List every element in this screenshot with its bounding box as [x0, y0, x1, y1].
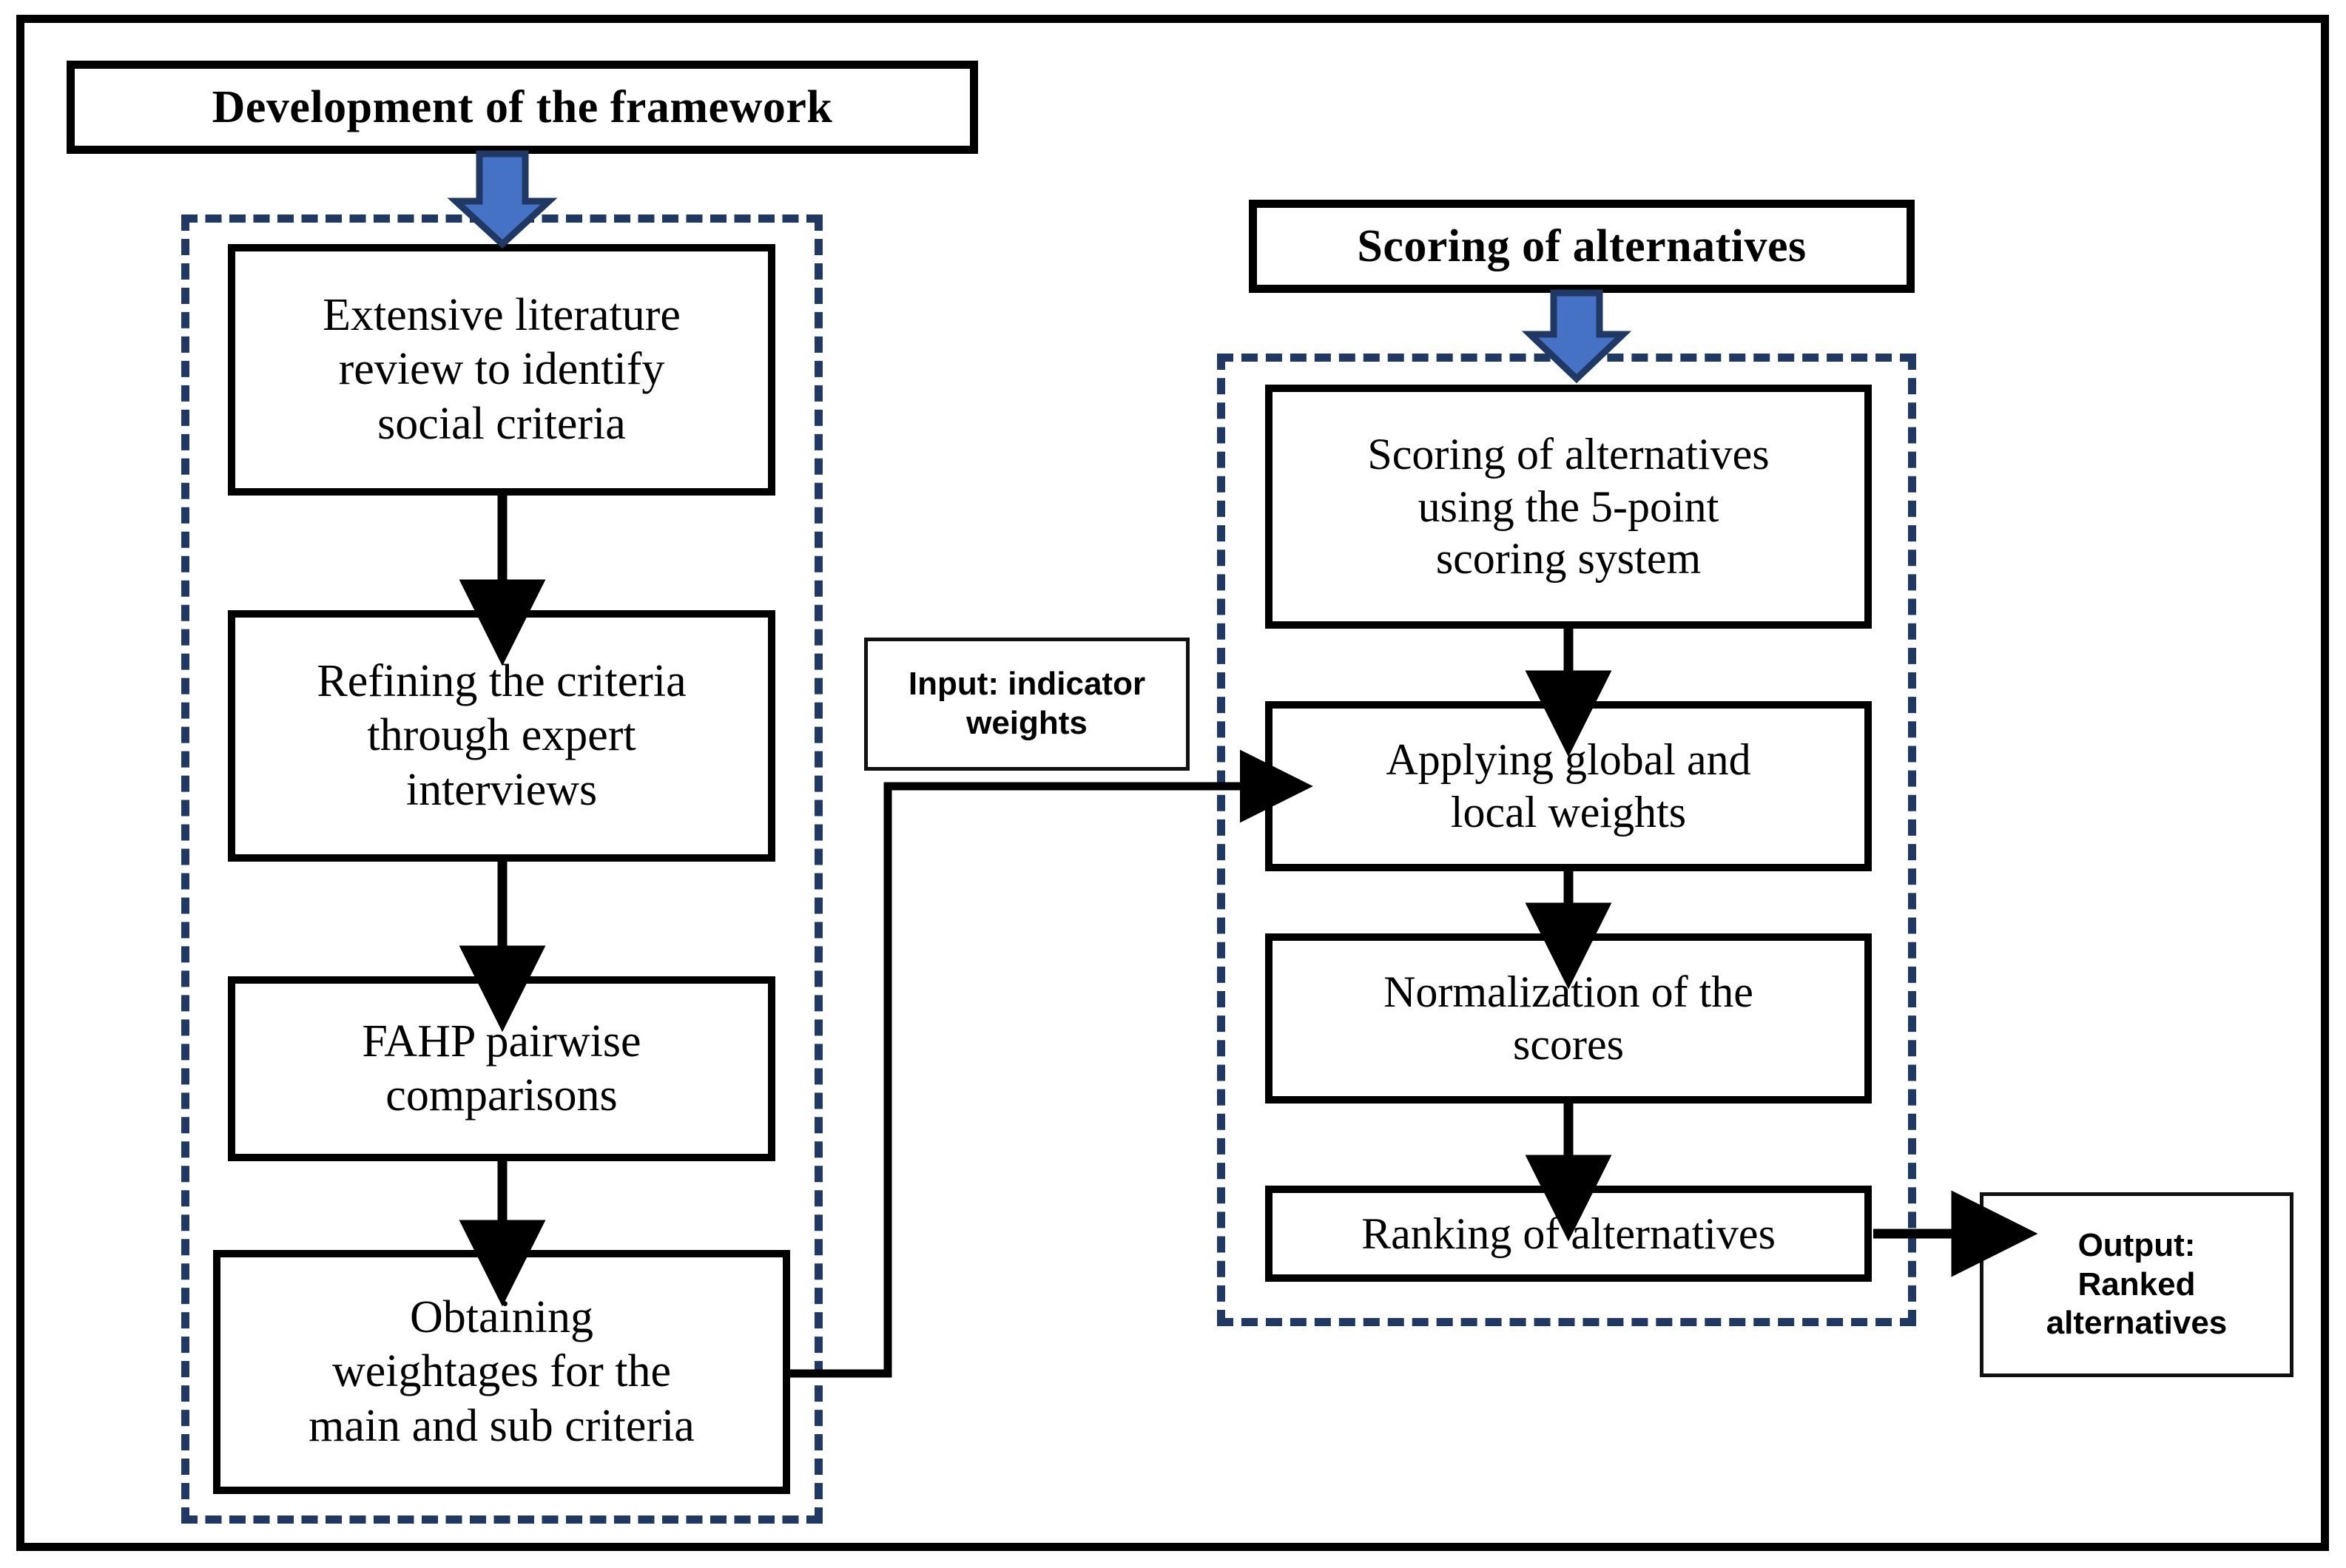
process-box-refining-the-criteria[interactable]: Refining the criteria through expert int… — [228, 610, 775, 862]
process-box-scoring-alternatives-5-point[interactable]: Scoring of alternatives using the 5-poin… — [1265, 385, 1872, 629]
process-box-label: FAHP pairwise comparisons — [362, 1016, 641, 1121]
banner-label: Scoring of alternatives — [1357, 220, 1807, 271]
process-box-label: Refining the criteria through expert int… — [317, 656, 687, 815]
process-box-label: Scoring of alternatives using the 5-poin… — [1367, 429, 1770, 584]
process-box-label: Ranking of alternatives — [1361, 1209, 1776, 1258]
process-box-applying-global-local-weights[interactable]: Applying global and local weights — [1265, 701, 1872, 871]
process-box-extensive-literature-review[interactable]: Extensive literature review to identify … — [228, 244, 775, 496]
process-box-label: Normalization of the scores — [1383, 967, 1753, 1069]
banner-development-of-the-framework[interactable]: Development of the framework — [67, 61, 978, 154]
process-box-label: Extensive literature review to identify … — [323, 290, 681, 449]
note-box-output-ranked-alternatives[interactable]: Output: Ranked alternatives — [1980, 1192, 2293, 1377]
process-box-ranking-of-alternatives[interactable]: Ranking of alternatives — [1265, 1186, 1872, 1282]
process-box-fahp-pairwise-comparisons[interactable]: FAHP pairwise comparisons — [228, 976, 775, 1161]
banner-scoring-of-alternatives[interactable]: Scoring of alternatives — [1249, 200, 1915, 293]
note-box-input-indicator-weights[interactable]: Input: indicator weights — [864, 638, 1190, 771]
process-box-label: Applying global and local weights — [1386, 735, 1751, 837]
process-box-normalization-of-scores[interactable]: Normalization of the scores — [1265, 933, 1872, 1104]
note-box-label: Input: indicator weights — [908, 666, 1146, 741]
process-box-label: Obtaining weightages for the main and su… — [309, 1292, 695, 1451]
process-box-obtaining-weightages[interactable]: Obtaining weightages for the main and su… — [213, 1250, 790, 1494]
note-box-label: Output: Ranked alternatives — [2046, 1226, 2228, 1342]
banner-label: Development of the framework — [212, 81, 833, 132]
